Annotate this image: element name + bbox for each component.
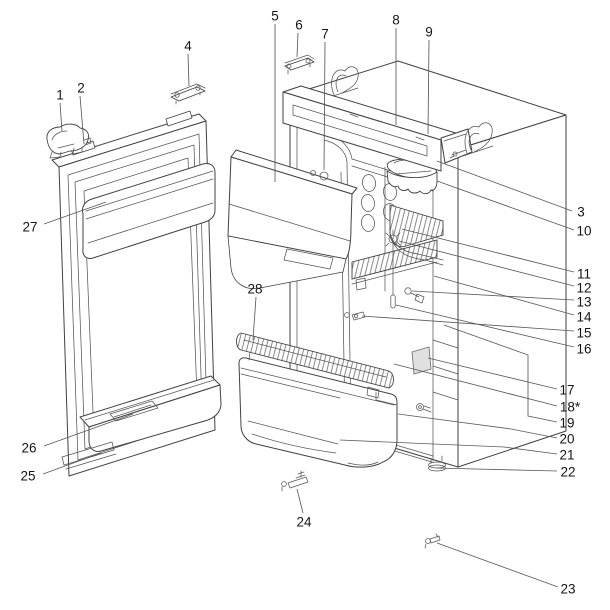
leader-line-14 bbox=[433, 275, 575, 316]
hinge-bracket-top bbox=[170, 83, 206, 105]
leader-line-4 bbox=[187, 53, 190, 87]
leader-line-19 bbox=[443, 324, 558, 423]
leader-line-10 bbox=[436, 180, 575, 231]
door-shelf-lower bbox=[79, 375, 222, 452]
leader-line-27 bbox=[43, 201, 107, 225]
callout-label-3: 3 bbox=[577, 205, 585, 220]
door-shelf-upper bbox=[82, 163, 216, 259]
callout-label-13: 13 bbox=[576, 295, 591, 310]
leader-line-24 bbox=[296, 488, 304, 514]
callout-label-1: 1 bbox=[56, 88, 64, 103]
callout-label-2: 2 bbox=[77, 81, 85, 96]
leader-line-20 bbox=[397, 413, 558, 439]
door-latch bbox=[46, 123, 92, 159]
leader-line-17 bbox=[427, 357, 558, 390]
control-panel bbox=[282, 85, 494, 172]
callout-label-7: 7 bbox=[321, 27, 329, 42]
cabinet-right-face bbox=[457, 114, 567, 468]
leader-line-22 bbox=[435, 467, 558, 472]
refrigerator-door bbox=[51, 110, 222, 477]
evaporator-cover-panel bbox=[227, 149, 358, 290]
callout-label-12: 12 bbox=[576, 281, 591, 296]
wire-bail-right bbox=[449, 122, 494, 159]
wire-bail-left bbox=[329, 66, 359, 98]
callout-label-16: 16 bbox=[576, 342, 591, 357]
fixing-screw bbox=[416, 403, 432, 413]
mounting-screw-23 bbox=[424, 533, 441, 549]
leader-line-9 bbox=[427, 39, 430, 135]
callout-label-15: 15 bbox=[576, 326, 591, 341]
callout-label-10: 10 bbox=[576, 224, 591, 239]
callout-label-19: 19 bbox=[559, 416, 574, 431]
leader-line-6 bbox=[296, 32, 299, 58]
control-housing bbox=[440, 128, 473, 164]
control-panel-front bbox=[282, 91, 442, 172]
lamp-part bbox=[344, 311, 366, 321]
callout-label-23: 23 bbox=[560, 582, 575, 597]
callout-label-22: 22 bbox=[560, 465, 575, 480]
callout-label-8: 8 bbox=[392, 13, 400, 28]
leader-line-23 bbox=[436, 542, 559, 588]
callout-label-26: 26 bbox=[21, 441, 36, 456]
freezer-shelf bbox=[351, 239, 438, 291]
leader-line-26 bbox=[43, 413, 134, 447]
leader-line-21 bbox=[339, 439, 558, 455]
callout-label-5: 5 bbox=[271, 9, 279, 24]
callout-label-4: 4 bbox=[184, 39, 192, 54]
leader-line-28 bbox=[252, 296, 257, 341]
callout-label-27: 27 bbox=[22, 220, 37, 235]
hinge-bracket-cabinet bbox=[284, 54, 315, 75]
drain-fitting bbox=[404, 287, 425, 304]
leader-line-18* bbox=[393, 363, 558, 407]
leader-line-1 bbox=[59, 102, 63, 132]
leader-line-12 bbox=[398, 240, 575, 287]
leader-line-2 bbox=[79, 95, 85, 145]
leader-line-25 bbox=[42, 452, 102, 475]
callout-label-18*: 18* bbox=[560, 400, 581, 415]
callout-label-21: 21 bbox=[559, 448, 574, 463]
door-bottom-trim bbox=[61, 441, 117, 470]
callout-label-25: 25 bbox=[20, 469, 35, 484]
ice-tray-shelf bbox=[236, 332, 394, 399]
panel-hole bbox=[310, 170, 316, 176]
crisper-bin bbox=[238, 357, 398, 468]
callout-label-24: 24 bbox=[296, 515, 312, 530]
leader-line-16 bbox=[395, 304, 575, 348]
panel-button bbox=[319, 171, 329, 181]
callout-label-28: 28 bbox=[247, 282, 262, 297]
rating-label-patch bbox=[411, 346, 432, 375]
callout-label-11: 11 bbox=[577, 267, 591, 282]
callout-label-17: 17 bbox=[559, 383, 574, 398]
leader-line-11 bbox=[401, 228, 575, 273]
callout-label-9: 9 bbox=[425, 25, 433, 40]
mounting-screws-24 bbox=[281, 470, 309, 492]
leader-line-7 bbox=[323, 41, 326, 171]
leader-line-15 bbox=[361, 315, 575, 332]
callout-label-14: 14 bbox=[576, 310, 592, 325]
leader-line-13 bbox=[411, 290, 575, 301]
leader-line-3 bbox=[436, 160, 573, 212]
callout-label-20: 20 bbox=[559, 432, 574, 447]
thermostat-capillary bbox=[385, 229, 401, 309]
callout-label-6: 6 bbox=[295, 18, 303, 33]
